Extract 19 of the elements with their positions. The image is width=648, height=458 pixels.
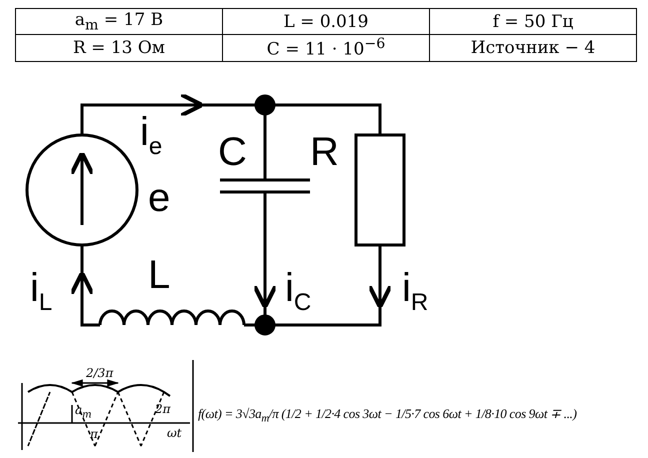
table-cell: L = 0.019	[222, 8, 430, 35]
axis-label: 2/3π	[86, 367, 114, 379]
table-cell: C = 11 · 10$^{−6}$	[222, 34, 430, 62]
table-cell: R = 13 Ом	[16, 34, 222, 62]
table-cell: f = 50 Гц	[430, 8, 636, 35]
source-label: e	[148, 178, 170, 218]
current-label: i$_{e}$	[140, 112, 162, 159]
component-label: L	[148, 255, 170, 295]
table-cell: Источник − 4	[430, 34, 636, 62]
axis-label: 2π	[155, 403, 171, 415]
current-label: i$_{R}$	[402, 268, 428, 315]
component-label: R	[310, 132, 339, 172]
current-label: i$_{C}$	[285, 268, 312, 315]
axis-label: π	[90, 428, 98, 440]
component-label: C	[218, 132, 247, 172]
axis-label: ωt	[167, 427, 182, 439]
formula: f(ωt) = 3√3a$_{m}$/π (1/2 + 1/2·4 cos 3ωt − 1/5·7 cos 6ωt + 1/8·10 cos 9ωt ∓ ...)	[198, 406, 577, 425]
table-cell: a$_{m}$ = 17 В	[16, 8, 222, 35]
current-label: i$_{L}$	[30, 268, 52, 315]
